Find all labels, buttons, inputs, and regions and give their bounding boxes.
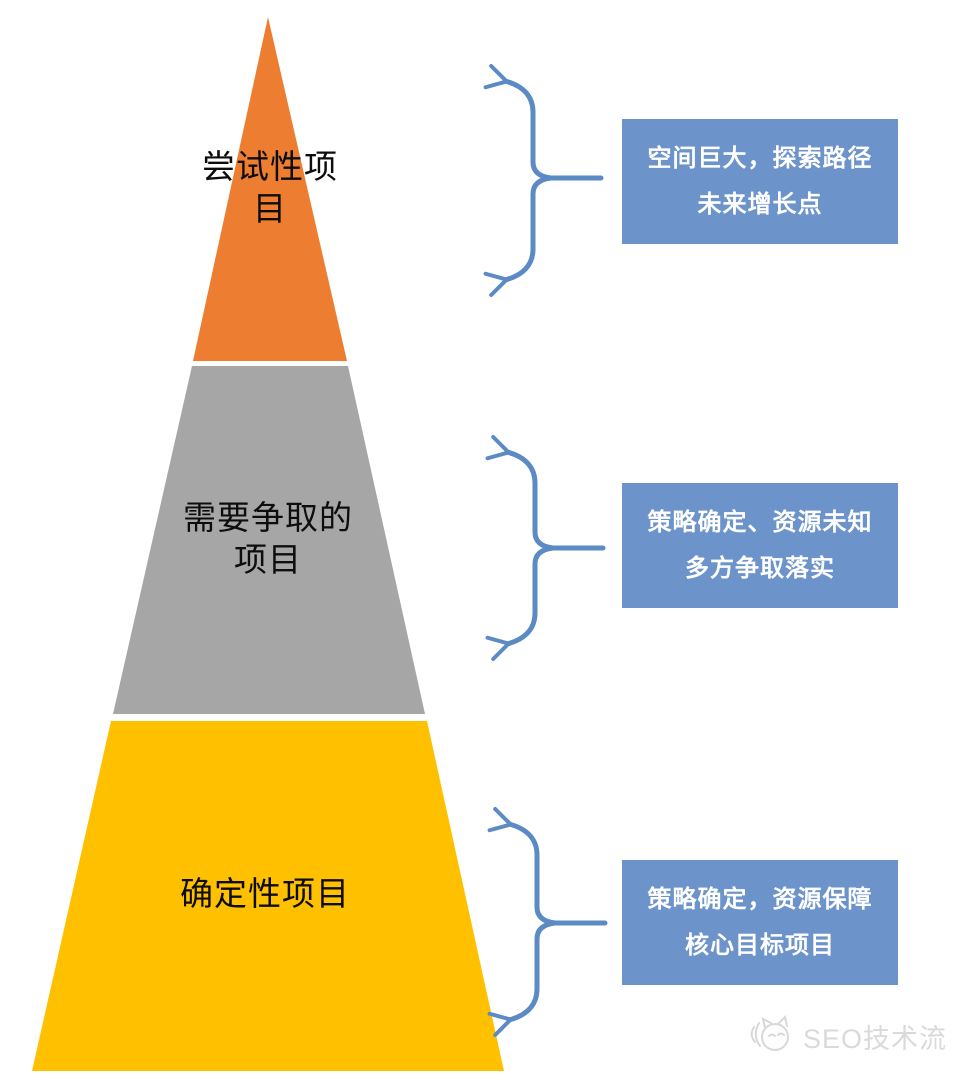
- bracket-strive-brace: [485, 435, 556, 661]
- tier-label-line: 目: [253, 190, 287, 227]
- tier-label-strive: 需要争取的 项目: [128, 497, 408, 581]
- annotation-line: 未来增长点: [697, 190, 823, 218]
- tier-label-trial: 尝试性项 目: [130, 146, 410, 230]
- tier-label-line: 确定性项目: [180, 875, 350, 912]
- tier-label-line: 项目: [234, 541, 302, 578]
- annotation-line: 多方争取落实: [685, 554, 835, 582]
- pyramid-tier-certain-shape: [32, 721, 504, 1071]
- cat-logo-icon: [750, 1015, 789, 1051]
- watermark-text: SEO技术流: [803, 1023, 948, 1054]
- tier-label-certain: 确定性项目: [125, 873, 405, 915]
- bracket-strive: [485, 435, 606, 661]
- tier-label-line: 需要争取的: [183, 499, 353, 536]
- annotation-box-trial: 空间巨大，探索路径 未来增长点: [622, 119, 898, 244]
- bracket-certain-brace: [487, 807, 558, 1037]
- bracket-trial: [483, 64, 604, 297]
- pyramid-tier-strive-shape: [113, 366, 425, 714]
- watermark: SEO技术流: [746, 1014, 947, 1058]
- annotation-line: 空间巨大，探索路径: [647, 144, 873, 172]
- annotation-box-certain: 策略确定，资源保障 核心目标项目: [622, 860, 898, 985]
- pyramid-tier-trial-shape: [193, 17, 347, 361]
- annotation-box-strive: 策略确定、资源未知 多方争取落实: [622, 483, 898, 608]
- annotation-line: 策略确定，资源保障: [647, 885, 873, 913]
- annotation-line: 策略确定、资源未知: [647, 508, 873, 536]
- bracket-trial-brace: [483, 64, 554, 297]
- tier-label-line: 尝试性项: [202, 148, 338, 185]
- annotation-line: 核心目标项目: [685, 931, 835, 959]
- bracket-certain: [487, 807, 608, 1037]
